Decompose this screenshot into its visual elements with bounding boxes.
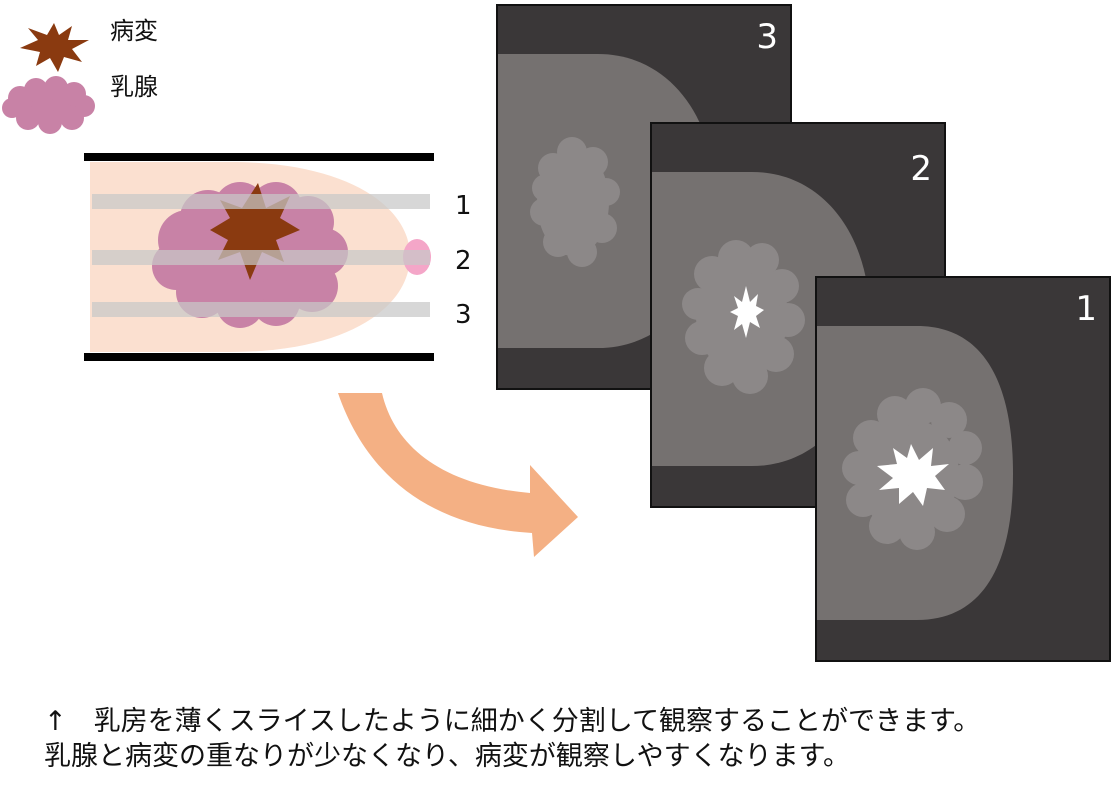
panel-number-2: 2 <box>910 149 932 189</box>
compression-plate-top <box>84 153 434 161</box>
slice-label-2: 2 <box>455 246 472 276</box>
breast-slice-diagram <box>84 153 434 361</box>
lesion-legend-label: 病変 <box>110 17 158 45</box>
panel-number-1: 1 <box>1075 289 1097 329</box>
slice-plane-3 <box>92 302 430 317</box>
gland-legend-icon <box>2 76 95 134</box>
gland-legend-label: 乳腺 <box>110 73 158 101</box>
panel-number-3: 3 <box>756 17 778 57</box>
caption-line-1: ↑ 乳房を薄くスライスしたように細かく分割して観察することができます。 <box>44 706 981 737</box>
slice-plane-2 <box>92 250 430 265</box>
slice-label-1: 1 <box>455 191 472 221</box>
lesion-legend-icon <box>20 23 89 72</box>
slice-image-1: 1 <box>815 276 1111 662</box>
slice-label-3: 3 <box>455 300 472 330</box>
slice-plane-1 <box>92 194 430 209</box>
compression-plate-bottom <box>84 353 434 361</box>
curved-arrow <box>338 393 578 557</box>
caption-line-2: 乳腺と病変の重なりが少なくなり、病変が観察しやすくなります。 <box>44 741 850 772</box>
